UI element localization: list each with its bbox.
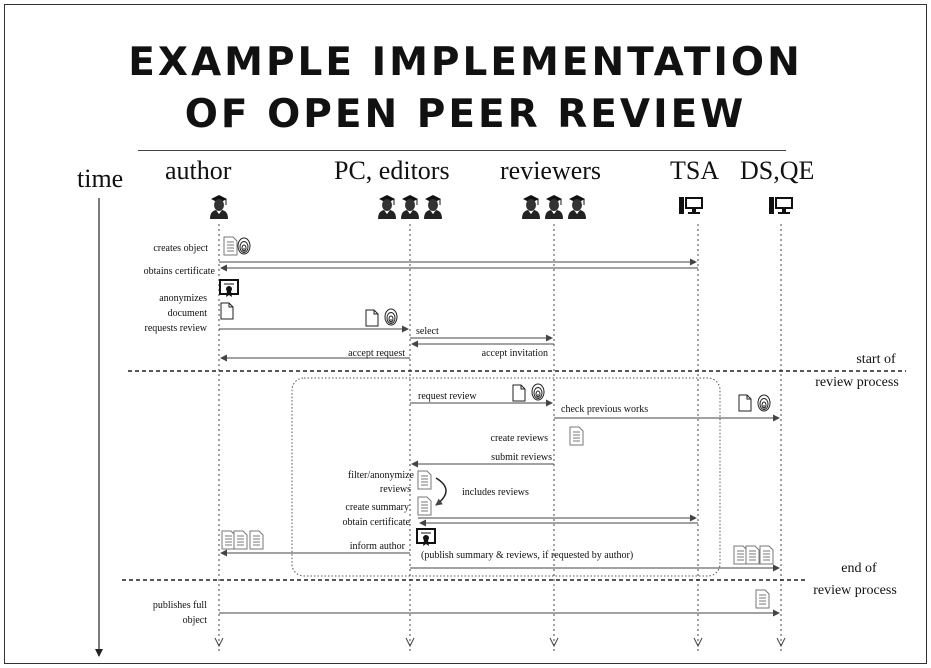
lifeline-end-reviewers [549, 637, 559, 648]
arrow-includes-reviews [435, 477, 447, 506]
published-text-document-icon-2 [745, 545, 760, 565]
label-end-of-1: end of [841, 561, 877, 576]
full-object-text-document-icon [755, 589, 770, 609]
label-includes-reviews: includes reviews [462, 487, 529, 498]
label-anonymizes-1: anonymizes [159, 293, 207, 304]
label-publish-summary: (publish summary & reviews, if requested… [421, 550, 633, 561]
header-tsa: TSA [670, 156, 720, 185]
created-reviews-text-document-icon [569, 426, 584, 446]
requested-document-icon [365, 309, 379, 327]
header-reviewers: reviewers [500, 156, 602, 185]
label-accept-request: accept request [348, 348, 405, 359]
label-submit-reviews: submit reviews [491, 452, 552, 463]
author-person-icon [209, 194, 229, 220]
author-object-text-document-icon [223, 236, 238, 256]
label-obtain-certificate: obtain certificate [343, 517, 411, 528]
published-text-document-icon-3 [759, 545, 774, 565]
lifeline-end-dsqe [776, 637, 786, 648]
dsqe-computer-icon [769, 197, 793, 214]
label-publishes-2: object [183, 615, 208, 626]
label-requests-review: requests review [145, 323, 208, 334]
label-end-of-2: review process [813, 583, 897, 598]
header-pc-editors: PC, editors [334, 156, 450, 185]
author-certificate-icon [219, 279, 239, 298]
anonymized-document-icon [220, 302, 234, 320]
header-time: time [77, 164, 124, 193]
label-inform-author: inform author [350, 541, 406, 552]
summary-text-document-icon [417, 496, 432, 516]
label-create-reviews: create reviews [491, 433, 549, 444]
filtered-reviews-text-document-icon [417, 470, 432, 490]
requested-fingerprint-icon [384, 308, 398, 326]
tsa-computer-icon [679, 197, 703, 214]
label-start-of-1: start of [856, 352, 896, 367]
published-text-document-icon-1 [733, 545, 748, 565]
label-anonymizes-2: document [168, 308, 208, 319]
reviewer-person-icon-1 [521, 194, 541, 220]
previous-works-fingerprint-icon [757, 394, 771, 412]
messages [219, 258, 780, 617]
title-line-2: OF OPEN PEER REVIEW [184, 92, 747, 137]
review-request-fingerprint-icon [531, 383, 545, 401]
author-received-text-document-icon-1 [221, 530, 236, 550]
label-filter-1: filter/anonymize [348, 470, 415, 481]
author-received-text-document-icon-2 [233, 530, 248, 550]
lifeline-end-tsa [693, 637, 703, 648]
label-obtains-certificate: obtains certificate [144, 266, 216, 277]
label-create-summary: create summary [345, 502, 409, 513]
title-rule [138, 150, 786, 151]
header-author: author [165, 156, 232, 185]
slide-frame [4, 4, 927, 664]
labels: creates object obtains certificate anony… [144, 243, 899, 626]
lifeline-end-pc [405, 637, 415, 648]
title-line-1: EXAMPLE IMPLEMENTATION [128, 40, 803, 85]
header-ds-qe: DS,QE [740, 156, 815, 185]
lifeline-end-author [214, 637, 224, 648]
summary-certificate-icon [416, 528, 436, 547]
reviewer-person-icon-2 [544, 194, 564, 220]
label-select: select [416, 326, 439, 337]
label-check-previous: check previous works [561, 404, 648, 415]
label-publishes-1: publishes full [153, 600, 207, 611]
previous-works-document-icon [738, 394, 752, 412]
label-accept-invitation: accept invitation [482, 348, 548, 359]
reviewer-person-icon-3 [567, 194, 587, 220]
label-creates-object: creates object [153, 243, 208, 254]
label-request-review: request review [418, 391, 477, 402]
pc-person-icon-3 [423, 194, 443, 220]
label-filter-2: reviews [380, 484, 411, 495]
author-received-text-document-icon-3 [249, 530, 264, 550]
review-request-document-icon [512, 384, 526, 402]
pc-person-icon-1 [377, 194, 397, 220]
label-start-of-2: review process [815, 375, 899, 390]
pc-person-icon-2 [400, 194, 420, 220]
author-object-fingerprint-icon [237, 237, 251, 255]
